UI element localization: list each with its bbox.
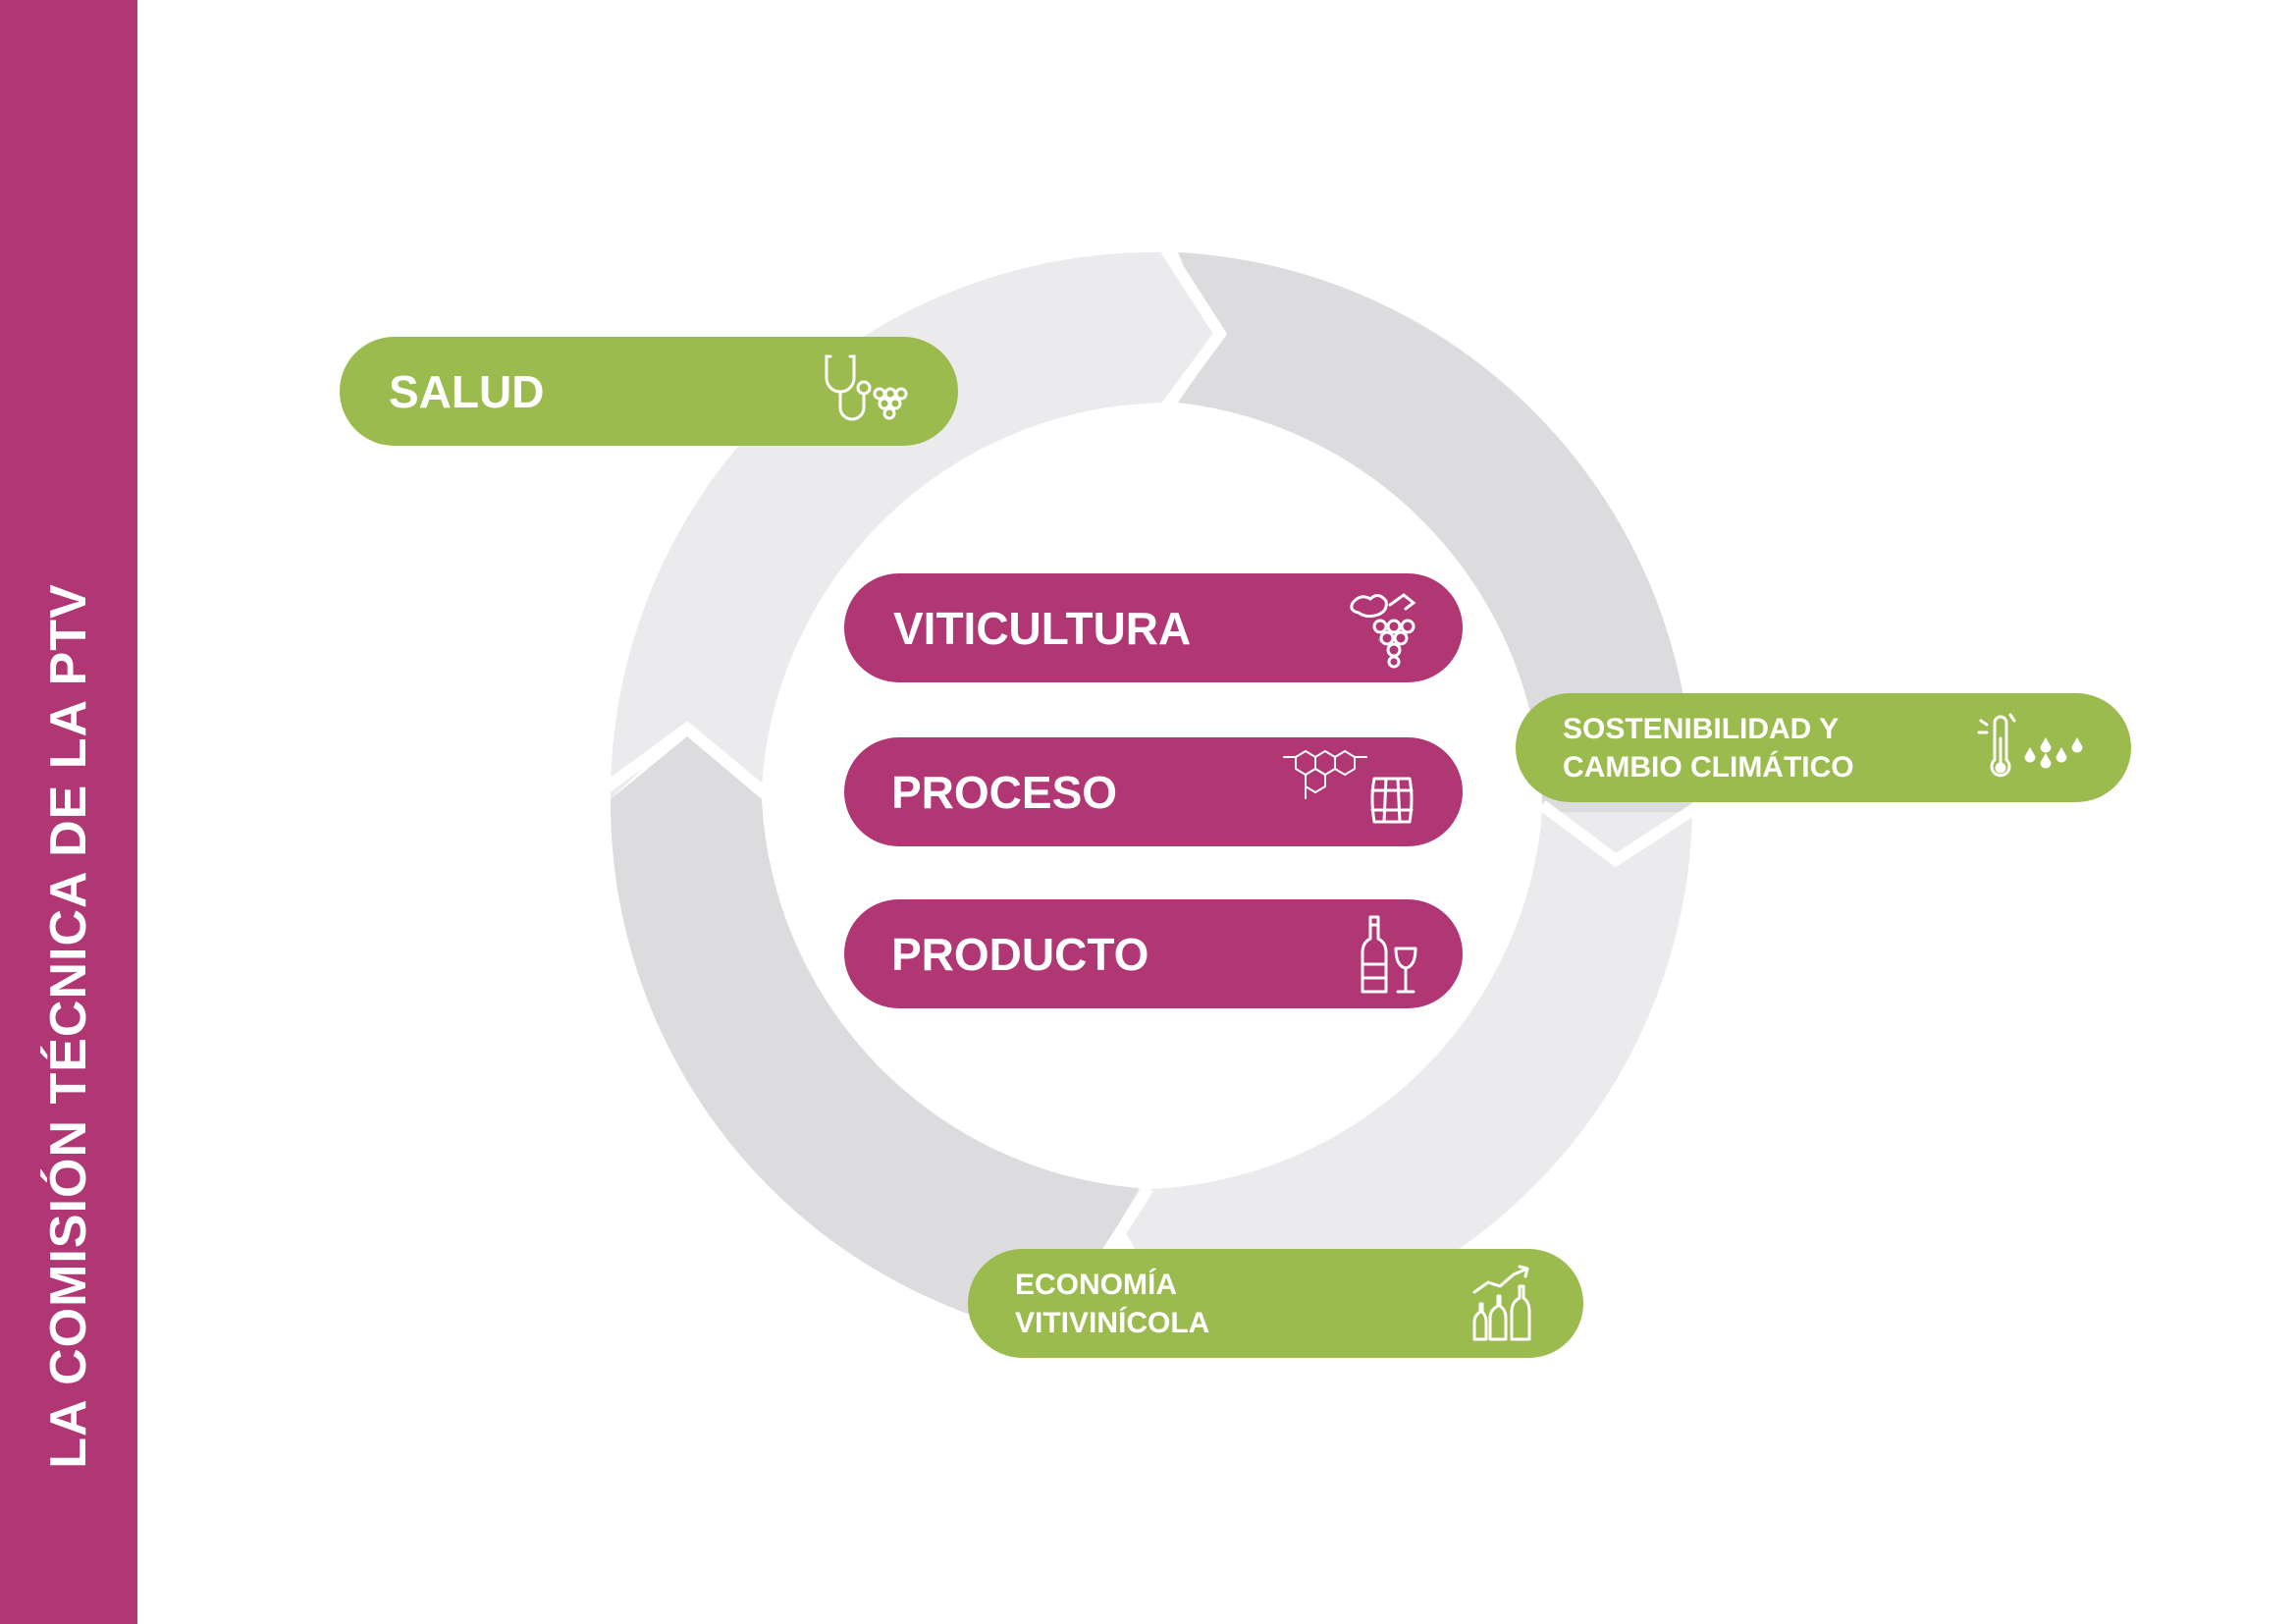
cycle-segment-bottom-right [1101,812,1692,1347]
cycle-arrow-right [1538,799,1704,868]
wine-bottle-glass-icon [1361,915,1417,994]
stethoscope-grapes-icon [825,354,908,421]
topic-economia-label: ECONOMÍA VITIVINÍCOLA [1015,1266,1209,1342]
topic-viticultura-label: VITICULTURA [893,602,1192,654]
topic-salud[interactable]: SALUD [340,337,958,446]
topic-sostenibilidad[interactable]: SOSTENIBILIDAD Y CAMBIO CLIMÁTICO [1516,693,2131,802]
topic-economia-line-2: VITIVINÍCOLA [1015,1306,1210,1339]
topic-proceso[interactable]: PROCESO [844,737,1463,846]
cycle-arrow-left [599,721,766,795]
bottles-growth-icon [1472,1265,1531,1341]
cycle-segment-top-left [610,251,1217,800]
topic-proceso-label: PROCESO [891,766,1118,818]
topic-economia[interactable]: ECONOMÍA VITIVINÍCOLA [968,1249,1583,1358]
molecule-barrel-icon [1283,750,1414,824]
topic-salud-label: SALUD [389,365,545,417]
topic-sostenibilidad-label: SOSTENIBILIDAD Y CAMBIO CLIMÁTICO [1563,710,1854,786]
topic-producto[interactable]: PRODUCTO [844,899,1463,1008]
thermometer-rain-icon [1977,713,2083,778]
topic-sostenibilidad-line-1: SOSTENIBILIDAD Y [1563,712,1840,745]
cycle-arrow-top [1157,242,1228,414]
grape-cluster-icon [1350,593,1416,669]
topic-viticultura[interactable]: VITICULTURA [844,573,1463,682]
sidebar: LA COMISIÓN TÉCNICA DE LA PTV [0,0,137,1624]
topic-economia-line-1: ECONOMÍA [1015,1268,1177,1301]
topic-producto-label: PRODUCTO [891,928,1149,980]
cycle-segment-bottom-left [610,736,1139,1344]
topic-sostenibilidad-line-2: CAMBIO CLIMÁTICO [1563,750,1854,784]
